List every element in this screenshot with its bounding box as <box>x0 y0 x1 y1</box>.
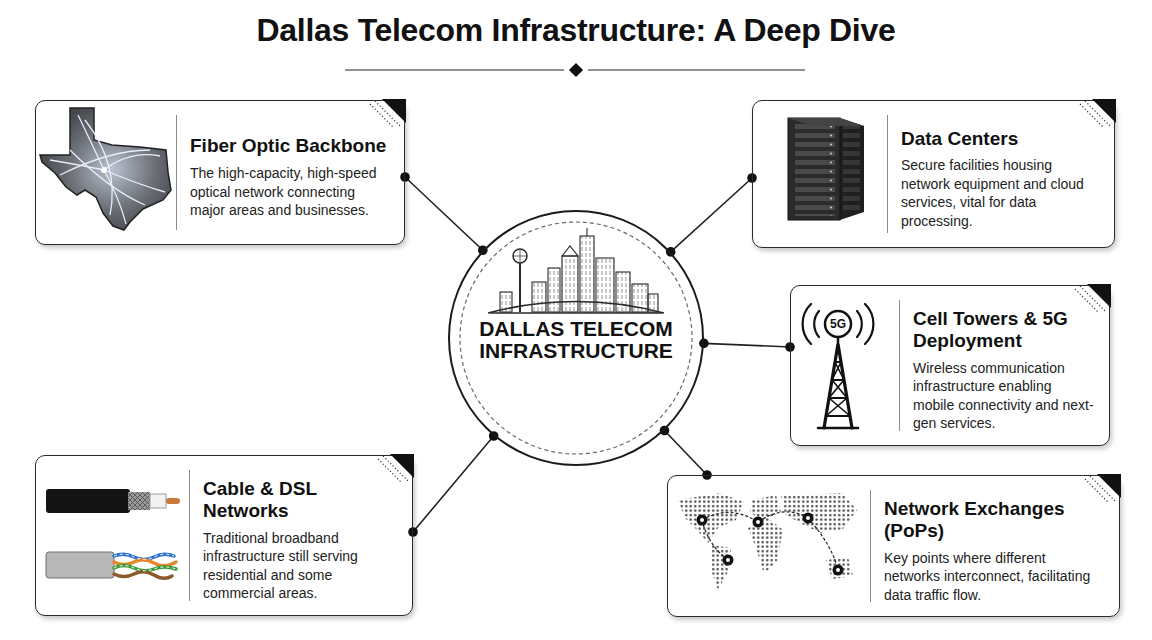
box-heading: Cell Towers & 5G Deployment <box>913 308 1095 352</box>
server-rack-icon <box>788 118 864 220</box>
connector-line <box>671 178 752 252</box>
box-description: Key points where different networks inte… <box>884 549 1105 604</box>
corner-tab-dots <box>1080 101 1114 127</box>
cell-tower-icon <box>803 304 874 428</box>
box-text-area: Data CentersSecure facilities housing ne… <box>901 128 1100 231</box>
box-description: The high-capacity, high-speed optical ne… <box>190 164 390 219</box>
box-description: Wireless communication infrastructure en… <box>913 359 1095 433</box>
box-divider <box>870 490 871 602</box>
hub-dashed-ring <box>460 222 692 454</box>
connector-dot <box>478 245 488 255</box>
box-divider <box>189 470 190 601</box>
box-divider <box>176 115 177 230</box>
feature-box: Cable & DSL NetworksTraditional broadban… <box>35 455 413 616</box>
corner-tab-dots <box>1085 476 1119 502</box>
hub-text-area: DALLAS TELECOM INFRASTRUCTURE <box>450 318 702 363</box>
connector-dot <box>489 431 499 441</box>
corner-tab <box>368 99 406 127</box>
texas-fiber-icon <box>40 108 171 230</box>
feature-box: Fiber Optic BackboneThe high-capacity, h… <box>35 100 405 245</box>
box-description: Traditional broadband infrastructure sti… <box>203 529 398 603</box>
corner-tab-dots <box>370 101 404 127</box>
coax-cable-icon <box>46 489 180 513</box>
box-description: Secure facilities housing network equipm… <box>901 156 1100 230</box>
connector-dot <box>408 527 418 537</box>
box-text-area: Fiber Optic BackboneThe high-capacity, h… <box>190 135 390 219</box>
corner-tab-dots <box>378 456 412 482</box>
box-divider <box>887 115 888 233</box>
box-text-area: Network Exchanges (PoPs) Key points where… <box>884 498 1105 604</box>
hub-circle: DALLAS TELECOM INFRASTRUCTURE <box>448 210 704 466</box>
corner-tab <box>1078 99 1116 127</box>
diagram-title: Dallas Telecom Infrastructure: A Deep Di… <box>0 12 1152 49</box>
title-rule <box>345 63 805 77</box>
connector-line <box>704 343 790 347</box>
connector-dot <box>666 247 676 257</box>
connector-line <box>413 436 494 532</box>
box-text-area: Cable & DSL NetworksTraditional broadban… <box>203 478 398 603</box>
hub-title: DALLAS TELECOM INFRASTRUCTURE <box>479 318 673 363</box>
connector-dot <box>660 426 670 436</box>
box-heading: Fiber Optic Backbone <box>190 135 390 157</box>
feature-box: Network Exchanges (PoPs) Key points where… <box>667 475 1120 617</box>
corner-tab <box>376 454 414 482</box>
icon-label: 5G <box>830 317 846 331</box>
box-text-area: Cell Towers & 5G DeploymentWireless comm… <box>913 308 1095 433</box>
corner-tab <box>1083 474 1121 502</box>
box-heading: Network Exchanges (PoPs) <box>884 498 1105 542</box>
world-map-icon <box>678 493 857 590</box>
connector-dot <box>400 172 410 182</box>
box-divider <box>899 300 900 431</box>
corner-tab <box>1073 284 1111 312</box>
box-heading: Cable & DSL Networks <box>203 478 398 522</box>
feature-box: Data CentersSecure facilities housing ne… <box>752 100 1115 248</box>
corner-tab-dots <box>1075 286 1109 312</box>
connector-line <box>405 177 483 250</box>
dallas-skyline <box>488 228 664 313</box>
twisted-pair-icon <box>46 552 176 578</box>
feature-box: Cell Towers & 5G DeploymentWireless comm… <box>790 285 1110 446</box>
connector-line <box>664 431 707 475</box>
box-heading: Data Centers <box>901 128 1100 150</box>
